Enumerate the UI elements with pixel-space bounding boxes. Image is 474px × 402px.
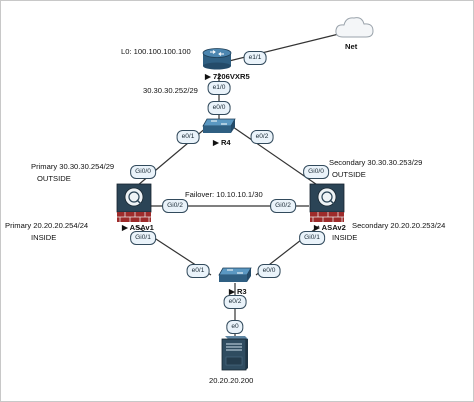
switch-icon[interactable] — [201, 116, 239, 136]
server-ip-label: 20.20.20.200 — [209, 376, 254, 385]
asav2-outside-label: OUTSIDE — [332, 170, 366, 179]
firewall-icon[interactable] — [309, 183, 345, 223]
router-icon[interactable] — [201, 46, 233, 70]
port-gi0-1: Gi0/1 — [299, 231, 325, 245]
switch-r3-label: ▶ R3 — [229, 287, 247, 296]
port-gi0-1: Gi0/1 — [130, 231, 156, 245]
asav2-inside-label: INSIDE — [332, 233, 358, 242]
port-gi0-0: Gi0/0 — [130, 165, 156, 179]
port-gi0-2: Gi0/2 — [270, 199, 296, 213]
asav2-name-label: ▶ ASAv2 — [314, 223, 346, 232]
router-loopback-label: L0: 100.100.100.100 — [121, 47, 191, 56]
switch-icon[interactable] — [217, 265, 255, 285]
asav1-name-label: ▶ ASAv1 — [122, 223, 154, 232]
asav2-outside-ip-label: Secondary 30.30.30.253/29 — [329, 158, 423, 167]
router-link-subnet-label: 30.30.30.252/29 — [143, 86, 198, 95]
port-e0-2: e0/2 — [250, 130, 274, 144]
asav1-outside-label: OUTSIDE — [37, 174, 71, 183]
server-icon[interactable] — [221, 335, 249, 371]
failover-link-label: Failover: 10.10.10.1/30 — [185, 190, 263, 199]
asav2-inside-ip-label: Secondary 20.20.20.253/24 — [352, 221, 446, 230]
port-gi0-2: Gi0/2 — [162, 199, 188, 213]
port-gi0-0: Gi0/0 — [303, 165, 329, 179]
router-name-label: ▶ 7206VXR5 — [205, 72, 250, 81]
port-e1-0: e1/0 — [207, 81, 231, 95]
asav1-inside-ip-label: Primary 20.20.20.254/24 — [5, 221, 89, 230]
cloud-icon[interactable] — [333, 13, 377, 41]
cloud-label: Net — [345, 42, 358, 51]
port-e0: e0 — [226, 320, 244, 334]
port-e0-1: e0/1 — [186, 264, 210, 278]
port-e1-1: e1/1 — [243, 51, 267, 65]
link-r4-asav2 — [232, 126, 327, 192]
port-e0-0: e0/0 — [207, 101, 231, 115]
port-e0-0: e0/0 — [257, 264, 281, 278]
port-e0-1: e0/1 — [176, 130, 200, 144]
firewall-icon[interactable] — [116, 183, 152, 223]
asav1-inside-label: INSIDE — [31, 233, 57, 242]
asav1-outside-ip-label: Primary 30.30.30.254/29 — [31, 162, 115, 171]
switch-r4-label: ▶ R4 — [213, 138, 231, 147]
port-e0-2: e0/2 — [223, 295, 247, 309]
